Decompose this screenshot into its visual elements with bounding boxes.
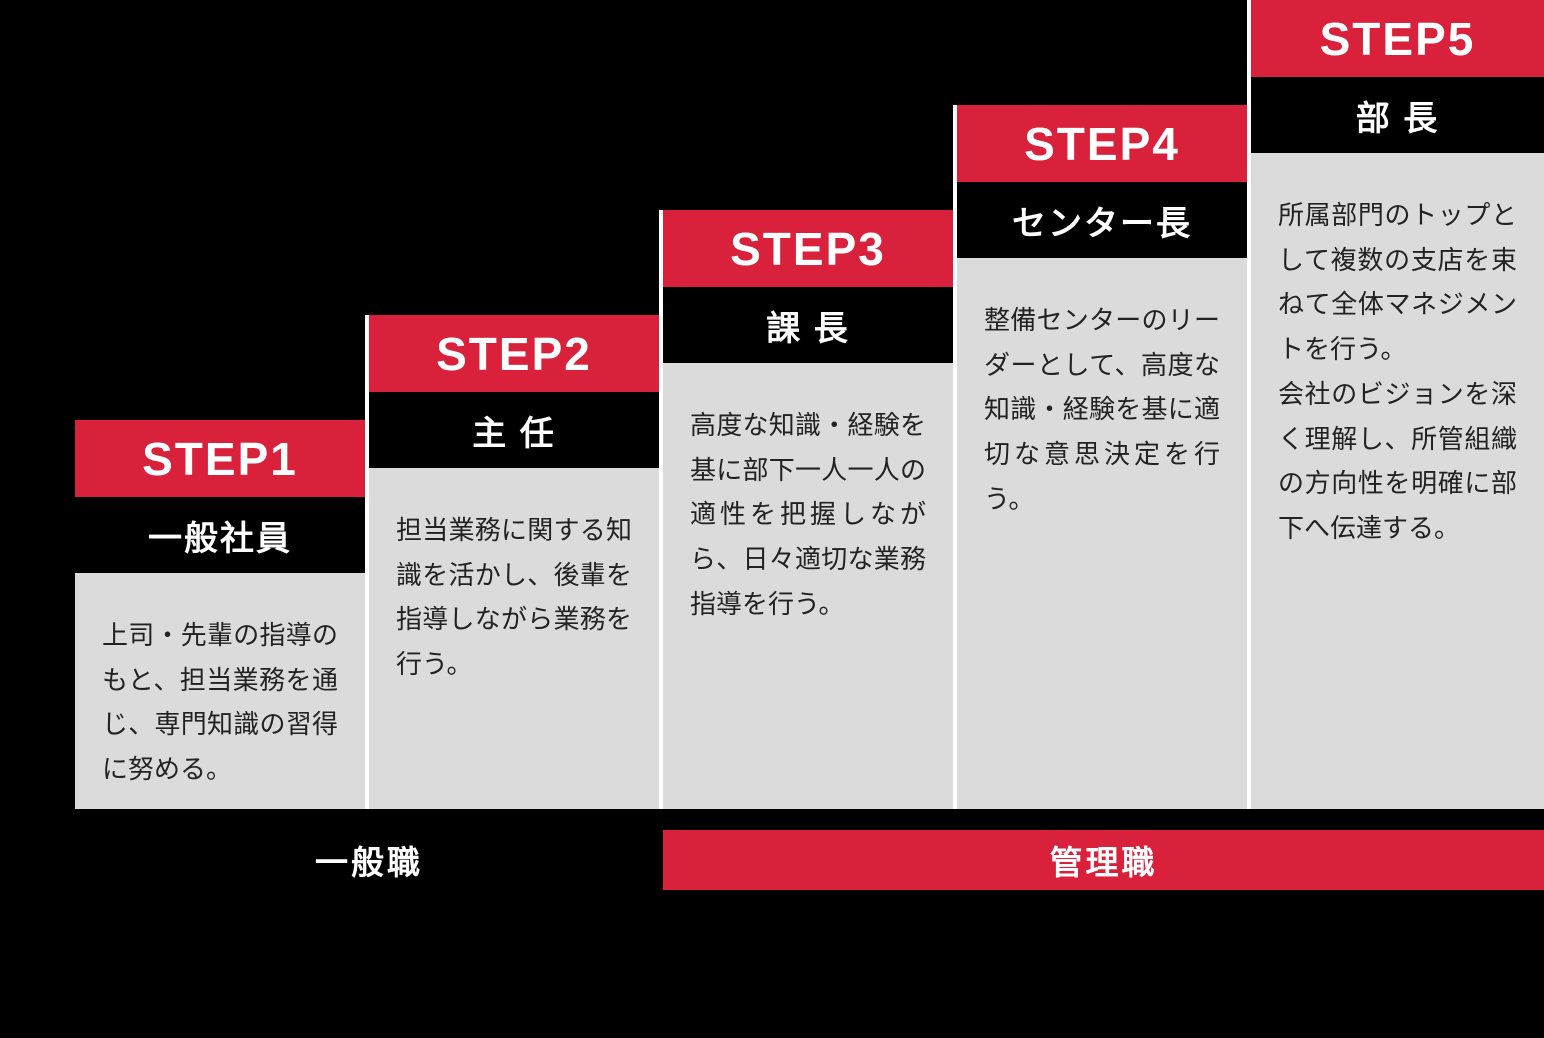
step3-title: 課 長 [663, 287, 953, 363]
step5-badge: STEP5 [1251, 0, 1544, 77]
step5-description: 所属部門のトップとして複数の支店を束ねて全体マネジメントを行う。 会社のビジョン… [1251, 153, 1544, 809]
step1-badge: STEP1 [75, 420, 365, 497]
step4-title: センター長 [957, 182, 1247, 258]
step-column-4: STEP4 センター長 整備センターのリーダーとして、高度な知識・経験を基に適切… [953, 105, 1247, 809]
general-track-label: 一般職 [315, 844, 423, 881]
step3-badge: STEP3 [663, 210, 953, 287]
steps-row: STEP1 一般社員 上司・先輩の指導のもと、担当業務を通じ、専門知識の習得に努… [75, 0, 1544, 809]
step-column-5: STEP5 部 長 所属部門のトップとして複数の支店を束ねて全体マネジメントを行… [1247, 0, 1544, 809]
step4-badge: STEP4 [957, 105, 1247, 182]
step1-title: 一般社員 [75, 497, 365, 573]
step1-description: 上司・先輩の指導のもと、担当業務を通じ、専門知識の習得に努める。 [75, 573, 365, 809]
step-column-3: STEP3 課 長 高度な知識・経験を基に部下一人一人の適性を把握しながら、日々… [659, 210, 953, 809]
step-column-2: STEP2 主 任 担当業務に関する知識を活かし、後輩を指導しながら業務を行う。 [365, 315, 659, 809]
step2-description: 担当業務に関する知識を活かし、後輩を指導しながら業務を行う。 [369, 468, 659, 809]
step4-description: 整備センターのリーダーとして、高度な知識・経験を基に適切な意思決定を行う。 [957, 258, 1247, 809]
step3-description: 高度な知識・経験を基に部下一人一人の適性を把握しながら、日々適切な業務指導を行う… [663, 363, 953, 809]
step5-title: 部 長 [1251, 77, 1544, 153]
management-track-bar: 管理職 [663, 830, 1544, 890]
step-column-1: STEP1 一般社員 上司・先輩の指導のもと、担当業務を通じ、専門知識の習得に努… [75, 420, 365, 809]
step2-badge: STEP2 [369, 315, 659, 392]
footer-spacer [0, 830, 75, 890]
step2-title: 主 任 [369, 392, 659, 468]
career-track-band: 一般職 管理職 [0, 830, 1544, 890]
